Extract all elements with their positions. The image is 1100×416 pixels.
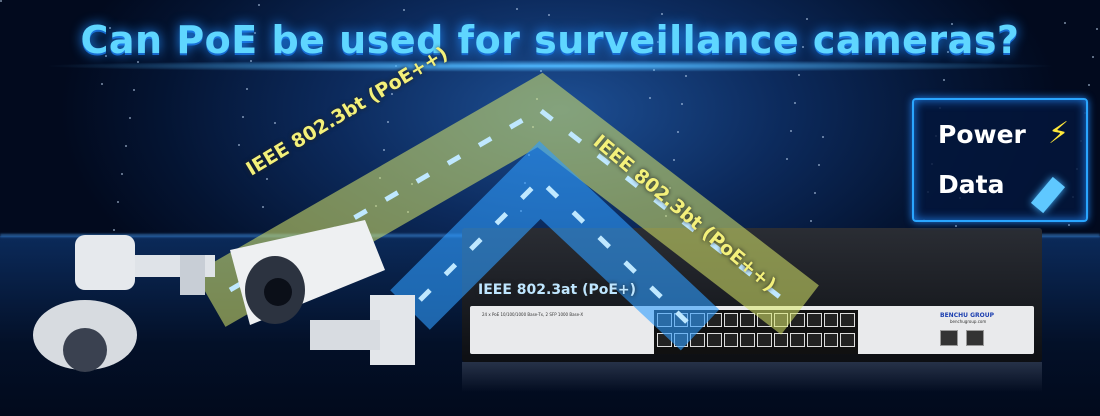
legend-power-label: Power — [938, 120, 1026, 149]
star — [121, 173, 123, 175]
rj45-port — [757, 333, 772, 347]
star — [0, 0, 2, 2]
brand-url: benchugroup.com — [950, 319, 987, 324]
page-title: Can PoE be used for surveillance cameras… — [80, 18, 1020, 62]
star — [943, 79, 945, 81]
star — [383, 149, 385, 151]
title-underline-glow — [40, 60, 1060, 72]
star — [101, 83, 103, 85]
star — [270, 150, 272, 152]
brand-logo: BENCHU GROUP — [940, 312, 994, 319]
sfp-ports — [940, 330, 984, 346]
star — [661, 13, 663, 15]
star — [105, 55, 107, 57]
star — [129, 117, 131, 119]
star — [274, 122, 276, 124]
rj45-port — [707, 333, 722, 347]
star — [657, 41, 659, 43]
rj45-port — [740, 333, 755, 347]
star — [238, 144, 240, 146]
star — [806, 18, 808, 20]
rj45-port — [740, 313, 755, 327]
star — [681, 103, 683, 105]
star — [1092, 56, 1094, 58]
star — [802, 46, 804, 48]
star — [113, 229, 115, 231]
rj45-port — [823, 313, 839, 327]
star — [125, 145, 127, 147]
data-bar-icon — [1030, 176, 1066, 214]
rj45-port — [840, 333, 855, 347]
star — [266, 178, 268, 180]
dome-camera — [33, 235, 215, 372]
star — [242, 116, 244, 118]
bullet-camera — [230, 220, 415, 365]
star — [516, 8, 518, 10]
star — [544, 42, 546, 44]
star — [117, 201, 119, 203]
star — [673, 159, 675, 161]
star — [512, 36, 514, 38]
star — [403, 9, 405, 11]
star — [786, 158, 788, 160]
sfp-port — [940, 330, 958, 346]
star — [814, 192, 816, 194]
star — [391, 93, 393, 95]
lightning-bolt-icon: ⚡ — [1048, 116, 1070, 151]
star — [649, 97, 651, 99]
sfp-port — [966, 330, 984, 346]
star — [822, 136, 824, 138]
legend-box: Power ⚡ Data — [912, 98, 1088, 222]
rj45-port — [807, 313, 822, 327]
star — [254, 32, 256, 34]
star — [262, 206, 264, 208]
rj45-port — [723, 333, 739, 347]
star — [1088, 84, 1090, 86]
star — [133, 89, 135, 91]
star — [677, 131, 679, 133]
panel-text: 24 x PoE 10/100/1000 Base-Tx, 2 SFP 1000… — [482, 312, 584, 317]
star — [246, 88, 248, 90]
rj45-port — [823, 333, 839, 347]
star — [399, 37, 401, 39]
rj45-port — [790, 333, 805, 347]
star — [951, 23, 953, 25]
rj45-port — [690, 333, 705, 347]
star — [685, 75, 687, 77]
label-ieee-802-3at: IEEE 802.3at (PoE+) — [478, 282, 637, 298]
rj45-port — [840, 313, 855, 327]
star — [387, 121, 389, 123]
star — [818, 164, 820, 166]
star — [109, 27, 111, 29]
star — [790, 130, 792, 132]
rj45-port — [723, 313, 739, 327]
star — [947, 51, 949, 53]
legend-data-label: Data — [938, 170, 1005, 199]
rj45-port — [807, 333, 822, 347]
star — [794, 102, 796, 104]
switch-reflection — [462, 362, 1042, 392]
star — [1064, 22, 1066, 24]
star — [810, 220, 812, 222]
star — [548, 14, 550, 16]
star — [1096, 28, 1098, 30]
star — [258, 4, 260, 6]
star — [798, 74, 800, 76]
star — [1068, 224, 1070, 226]
poe-switch: 24 x PoE 10/100/1000 Base-Tx, 2 SFP 1000… — [462, 228, 1042, 362]
star — [955, 225, 957, 227]
